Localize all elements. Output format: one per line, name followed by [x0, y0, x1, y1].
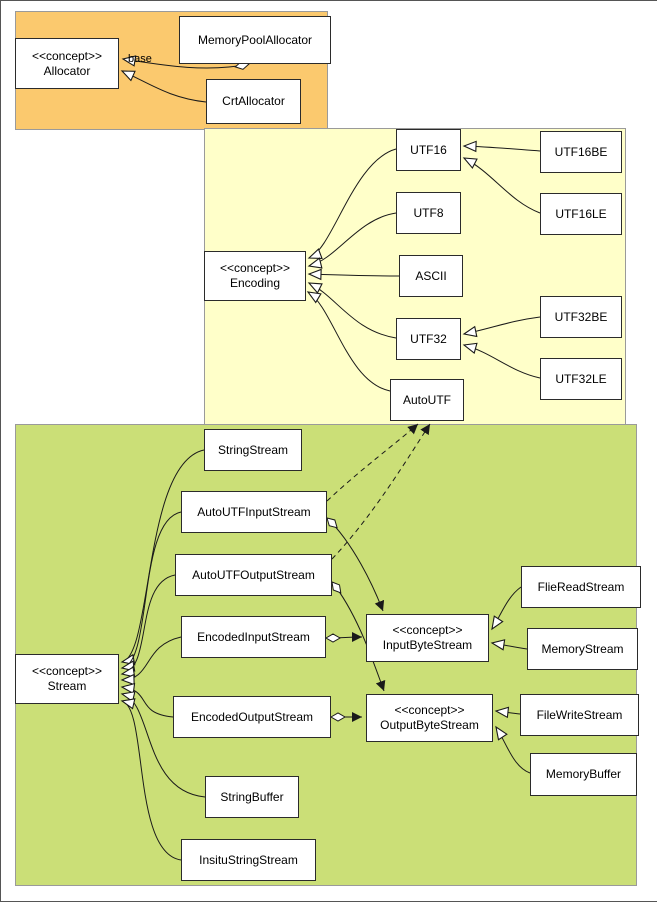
edge-utf8-encoding — [307, 212, 397, 269]
node-crt-allocator: CrtAllocator — [206, 79, 301, 124]
edge-encodedinputstream-inputbytestream — [324, 632, 363, 643]
input-byte-stream-name: InputByteStream — [382, 638, 473, 652]
node-memory-pool-allocator: MemoryPoolAllocator — [179, 16, 331, 64]
edge-autoutfoutputstream-outputbytestream — [331, 581, 386, 692]
allocator-stereotype: <<concept>> — [31, 48, 103, 63]
edge-encodedoutputstream-stream — [120, 682, 174, 718]
edge-utf32be-utf32 — [462, 316, 541, 338]
allocator-name: Allocator — [43, 63, 91, 78]
node-stream: <<concept>> Stream — [15, 654, 119, 704]
edge-autoutfoutputstream-stream — [120, 574, 176, 678]
output-byte-stream-name: OutputByteStream — [380, 718, 479, 732]
edge-utf16be-utf16 — [462, 140, 541, 153]
node-output-byte-stream: <<concept>> OutputByteStream — [366, 694, 493, 742]
node-autoutf: AutoUTF — [390, 379, 464, 421]
input-byte-stream-stereotype: <<concept>> — [392, 623, 463, 637]
edge-autoutfoutputstream-autoutf — [331, 423, 431, 560]
edge-stringstream-stream — [120, 449, 205, 666]
node-file-write-stream: FileWriteStream — [520, 694, 639, 736]
output-byte-stream-stereotype: <<concept>> — [394, 703, 465, 717]
edge-insitustringstream-stream — [120, 698, 182, 861]
node-insitu-string-stream: InsituStringStream — [181, 839, 316, 881]
stream-stereotype: <<concept>> — [31, 664, 103, 678]
node-string-buffer: StringBuffer — [205, 776, 299, 818]
stream-name: Stream — [47, 679, 87, 693]
edge-filewritestream-outputbytestream — [494, 706, 521, 719]
node-string-stream: StringStream — [204, 429, 302, 471]
edge-crtallocator-allocator — [120, 70, 207, 103]
edge-ascii-encoding — [307, 268, 400, 281]
node-utf32: UTF32 — [396, 318, 461, 360]
edge-utf16le-utf16 — [462, 157, 541, 214]
node-autoutf-input-stream: AutoUTFInputStream — [181, 491, 327, 533]
node-allocator: <<concept>> Allocator — [15, 38, 119, 89]
edge-autoutf-encoding — [306, 291, 391, 392]
node-autoutf-output-stream: AutoUTFOutputStream — [175, 554, 332, 596]
edge-fliereadstream-inputbytestream — [491, 586, 522, 631]
edge-memorypoolallocator-allocator — [121, 55, 250, 70]
node-utf32le: UTF32LE — [540, 358, 622, 400]
node-utf16le: UTF16LE — [540, 193, 622, 235]
node-utf16: UTF16 — [396, 129, 461, 171]
encoding-name: Encoding — [229, 276, 281, 290]
node-encoded-output-stream: EncodedOutputStream — [173, 696, 331, 738]
node-encoded-input-stream: EncodedInputStream — [181, 616, 326, 658]
encoding-stereotype: <<concept>> — [219, 261, 291, 275]
edge-memorystream-inputbytestream — [490, 639, 528, 651]
node-encoding: <<concept>> Encoding — [204, 251, 306, 301]
node-flie-read-stream: FlieReadStream — [521, 566, 641, 608]
node-ascii: ASCII — [399, 255, 463, 297]
edge-utf32-encoding — [307, 282, 397, 339]
edge-autoutfinputstream-inputbytestream — [326, 517, 385, 612]
node-utf16be: UTF16BE — [540, 131, 622, 173]
node-memory-buffer: MemoryBuffer — [530, 753, 637, 796]
base-edge-label: base — [128, 53, 152, 65]
node-input-byte-stream: <<concept>> InputByteStream — [366, 614, 489, 662]
edge-utf16-encoding — [307, 148, 397, 260]
edge-encodedinputstream-stream — [120, 636, 182, 686]
node-memory-stream: MemoryStream — [527, 628, 638, 670]
edge-autoutfinputstream-autoutf — [326, 423, 419, 502]
edge-memorybuffer-outputbytestream — [495, 725, 531, 774]
edge-utf32le-utf32 — [462, 342, 541, 379]
edge-autoutfinputstream-stream — [120, 511, 182, 672]
node-utf32be: UTF32BE — [540, 296, 622, 338]
node-utf8: UTF8 — [396, 192, 461, 234]
